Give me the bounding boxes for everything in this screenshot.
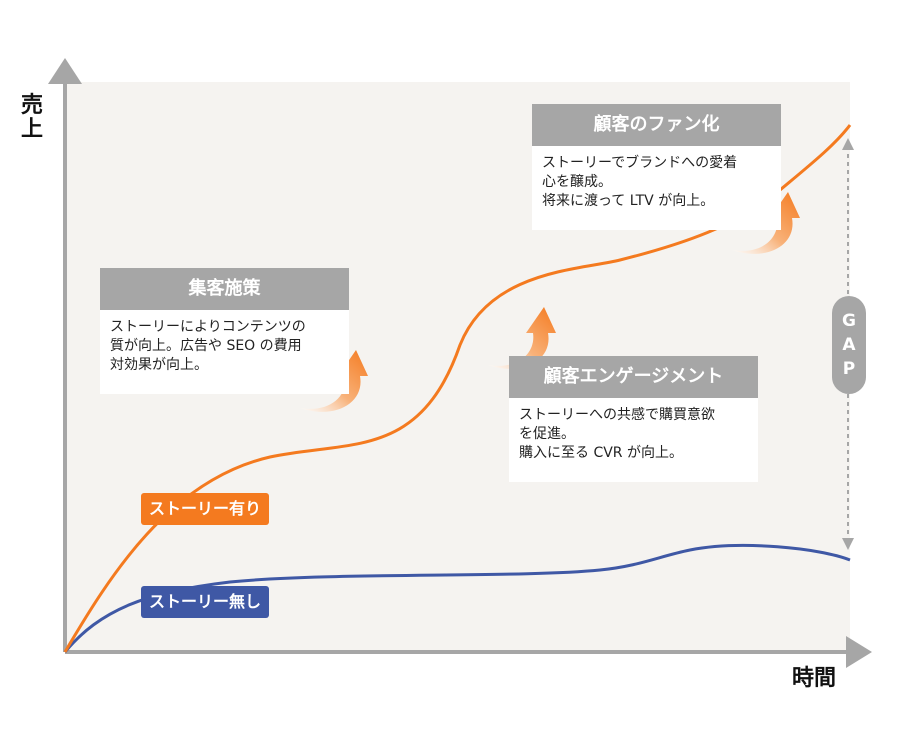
gap-arrowhead-top <box>842 138 854 150</box>
y-axis-label: 売上 <box>20 93 43 142</box>
card-engagement-title: 顧客エンゲージメント <box>509 356 758 398</box>
card-attract-body: ストーリーによりコンテンツの 質が向上。広告や SEO の費用 対効果が向上。 <box>110 319 306 373</box>
card-fan: 顧客のファン化 ストーリーでブランドへの愛着 心を醸成。 将来に渡って LTV … <box>532 104 781 230</box>
gap-letter-g: G <box>842 311 856 331</box>
gap-letter-p: P <box>842 359 856 379</box>
growth-arrow-fan <box>732 192 800 254</box>
gap-label: G A P <box>832 296 866 394</box>
tag-with-story: ストーリー有り <box>141 493 270 525</box>
growth-arrow-attract <box>300 350 368 412</box>
gap-letter-a: A <box>842 335 856 355</box>
growth-arrow-engagement <box>488 307 556 369</box>
card-engagement-body: ストーリーへの共感で購買意欲 を促進。 購入に至る CVR が向上。 <box>519 407 715 461</box>
tag-without-story: ストーリー無し <box>141 586 270 618</box>
card-engagement: 顧客エンゲージメント ストーリーへの共感で購買意欲 を促進。 購入に至る CVR… <box>509 356 758 482</box>
card-attract-title: 集客施策 <box>100 268 349 310</box>
x-axis-arrowhead <box>846 636 872 668</box>
y-axis-arrowhead <box>48 58 82 84</box>
x-axis-label: 時間 <box>792 666 837 691</box>
card-fan-title: 顧客のファン化 <box>532 104 781 146</box>
gap-arrowhead-bottom <box>842 538 854 550</box>
card-attract: 集客施策 ストーリーによりコンテンツの 質が向上。広告や SEO の費用 対効果… <box>100 268 349 394</box>
card-fan-body: ストーリーでブランドへの愛着 心を醸成。 将来に渡って LTV が向上。 <box>542 155 738 209</box>
